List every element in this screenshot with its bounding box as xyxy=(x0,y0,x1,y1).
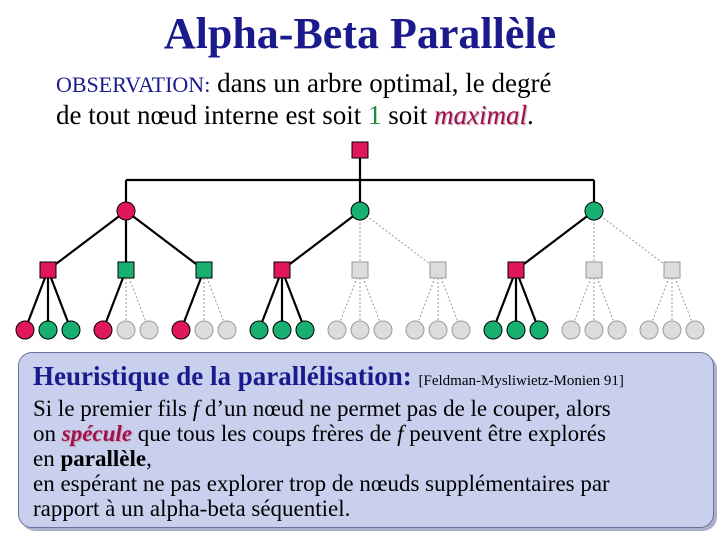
observation-line2-pre: de tout nœud interne est soit xyxy=(56,100,368,130)
heuristic-heading: Heuristique de la parallélisation: [Feld… xyxy=(33,361,699,396)
heuristic-citation: [Feldman-Mysliwietz-Monien 91] xyxy=(418,373,624,389)
observation-line2-mid: soit xyxy=(381,100,434,130)
tree-node-level2 xyxy=(663,261,681,279)
tree-leaf-node xyxy=(171,320,191,340)
heuristic-var-f: f xyxy=(192,396,200,421)
heuristic-line-5: rapport à un alpha-beta séquentiel. xyxy=(33,496,351,521)
tree-edge xyxy=(46,269,73,331)
tree-edge xyxy=(23,269,50,331)
observation-line1-rest: dans un arbre optimal, le degré xyxy=(210,68,552,98)
tree-leaf-node xyxy=(194,320,214,340)
tree-node-level1 xyxy=(116,201,136,221)
heuristic-line-4: en espérant ne pas explorer trop de nœud… xyxy=(33,471,610,496)
heuristic-specule: spécule xyxy=(61,421,133,446)
heuristic-box: Heuristique de la parallélisation: [Feld… xyxy=(18,352,714,528)
observation-line-2: de tout nœud interne est soit 1 soit max… xyxy=(56,100,551,131)
tree-edge xyxy=(101,269,128,331)
tree-nodes xyxy=(15,141,705,340)
heuristic-text: on xyxy=(33,421,62,446)
tree-leaf-node xyxy=(116,320,136,340)
observation-label: OBSERVATION: xyxy=(56,72,211,97)
tree-edge xyxy=(491,269,518,331)
tree-edge xyxy=(359,269,384,331)
tree-leaf-node xyxy=(584,320,604,340)
tree-edge xyxy=(336,269,361,331)
tree-leaf-node xyxy=(373,320,393,340)
heuristic-text: , xyxy=(146,446,152,471)
tree-leaf-node xyxy=(662,320,682,340)
tree-leaf-node xyxy=(327,320,347,340)
tree-node-level1 xyxy=(350,201,370,221)
tree-edge xyxy=(257,269,284,331)
tree-leaf-node xyxy=(483,320,503,340)
tree-root-node xyxy=(351,141,369,159)
tree-edge xyxy=(280,269,307,331)
observation-maximal: maximal xyxy=(433,100,527,130)
heuristic-line-2: on spécule que tous les coups frères de … xyxy=(33,421,699,446)
observation-text: OBSERVATION: dans un arbre optimal, le d… xyxy=(56,68,551,131)
tree-node-level2 xyxy=(39,261,57,279)
tree-leaf-node xyxy=(272,320,292,340)
heuristic-var-f: f xyxy=(397,421,404,446)
tree-edge xyxy=(514,269,541,331)
tree-edge xyxy=(203,269,228,331)
tree-leaf-node xyxy=(350,320,370,340)
page-title: Alpha-Beta Parallèle xyxy=(163,9,557,58)
heuristic-title: Heuristique de la parallélisation: xyxy=(33,361,412,391)
heuristic-text: que tous les coups frères de xyxy=(132,421,398,446)
tree-edge xyxy=(593,210,673,271)
tree-leaf-node xyxy=(529,320,549,340)
heuristic-text: Si le premier fils xyxy=(33,396,193,421)
observation-line2-end: . xyxy=(526,100,534,130)
tree-leaf-node xyxy=(405,320,425,340)
tree-edge xyxy=(125,210,205,271)
tree-edge xyxy=(47,210,127,271)
tree-leaf-node xyxy=(139,320,159,340)
tree-edge xyxy=(125,269,150,331)
tree-leaf-node xyxy=(506,320,526,340)
tree-edge xyxy=(414,269,439,331)
tree-node-level1 xyxy=(584,201,604,221)
tree-edge xyxy=(281,210,361,271)
tree-leaf-node xyxy=(607,320,627,340)
tree-edge xyxy=(515,210,595,271)
heuristic-line-3: en parallèle, xyxy=(33,446,699,471)
tree-leaf-node xyxy=(249,320,269,340)
tree-leaf-node xyxy=(93,320,113,340)
tree-leaf-node xyxy=(451,320,471,340)
observation-line-1: OBSERVATION: dans un arbre optimal, le d… xyxy=(56,68,551,100)
tree-leaf-node xyxy=(428,320,448,340)
heuristic-body: Si le premier fils f d’un nœud ne permet… xyxy=(33,396,699,521)
tree-edge xyxy=(648,269,673,331)
heuristic-parallele: parallèle xyxy=(60,446,147,471)
tree-edge xyxy=(570,269,595,331)
observation-one: 1 xyxy=(367,100,382,130)
tree-node-level2 xyxy=(195,261,213,279)
tree-node-level2 xyxy=(585,261,603,279)
heuristic-text: d’un nœud ne permet pas de le couper, al… xyxy=(199,396,611,421)
tree-leaf-node xyxy=(217,320,237,340)
heuristic-text: en xyxy=(33,446,61,471)
tree-edge xyxy=(671,269,696,331)
tree-node-level2 xyxy=(507,261,525,279)
tree-edge xyxy=(437,269,462,331)
tree-edges xyxy=(23,150,696,331)
tree-edge xyxy=(359,210,439,271)
tree-leaf-node xyxy=(295,320,315,340)
tree-node-level2 xyxy=(273,261,291,279)
tree-leaf-node xyxy=(639,320,659,340)
tree-node-level2 xyxy=(351,261,369,279)
tree-node-level2 xyxy=(429,261,447,279)
tree-node-level2 xyxy=(117,261,135,279)
tree-edge xyxy=(179,269,206,331)
heuristic-text: peuvent être explorés xyxy=(403,421,606,446)
tree-leaf-node xyxy=(561,320,581,340)
tree-leaf-node xyxy=(15,320,35,340)
heuristic-line-1: Si le premier fils f d’un nœud ne permet… xyxy=(33,396,699,421)
tree-leaf-node xyxy=(685,320,705,340)
tree-leaf-node xyxy=(38,320,58,340)
tree-leaf-node xyxy=(61,320,81,340)
tree-edge xyxy=(593,269,618,331)
